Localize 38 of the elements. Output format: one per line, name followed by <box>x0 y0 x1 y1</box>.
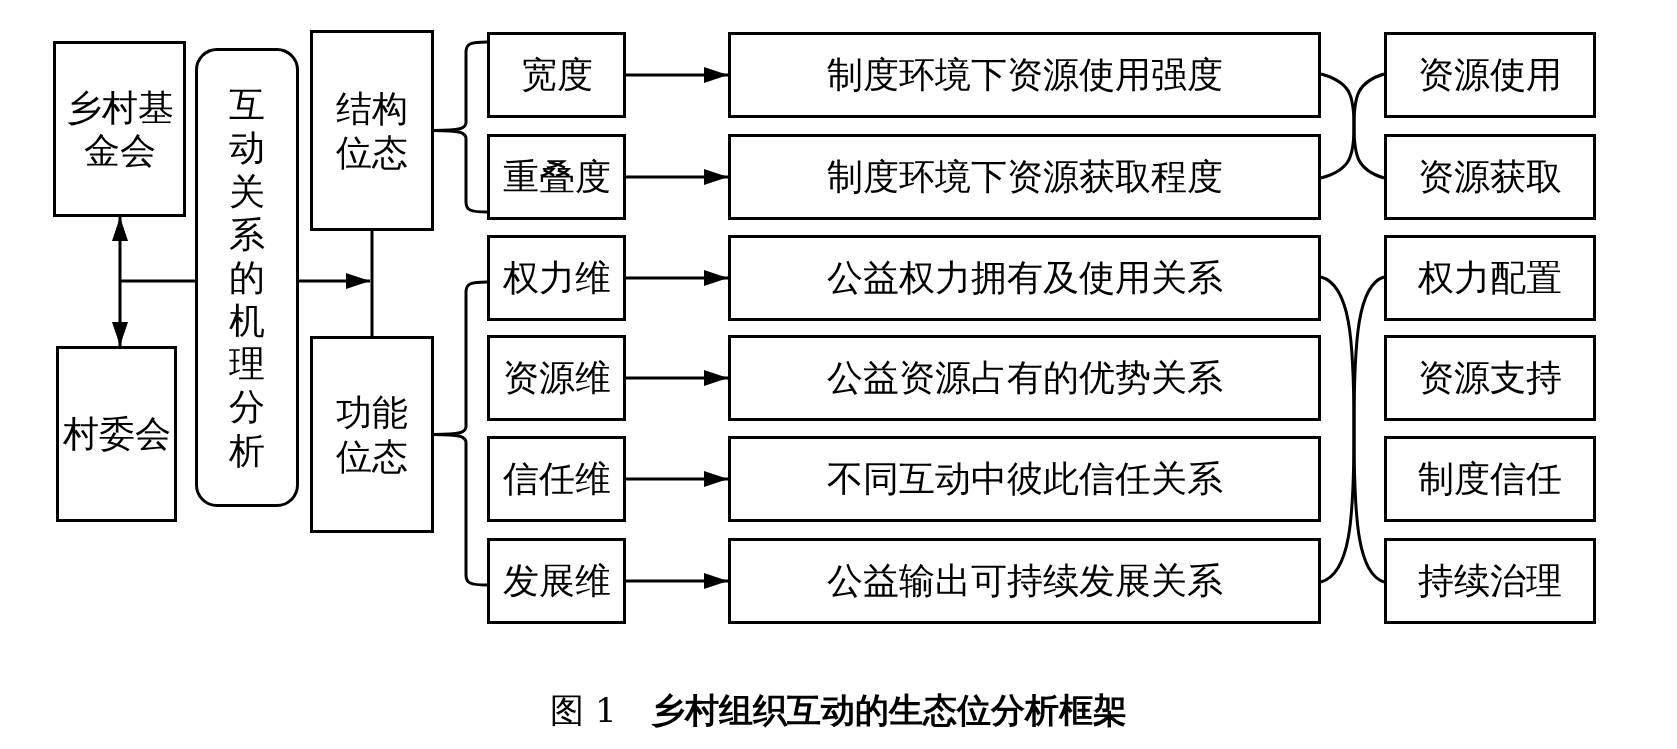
arrow <box>626 169 728 185</box>
process-box: 乡村基金会 <box>53 41 186 217</box>
process-box: 重叠度 <box>487 134 626 220</box>
process-box: 资源获取 <box>1384 134 1596 220</box>
arrow <box>626 67 728 83</box>
process-box: 公益权力拥有及使用关系 <box>728 235 1321 321</box>
process-box: 公益资源占有的优势关系 <box>728 335 1321 421</box>
rounded-box: 互动关系的机理分析 <box>195 48 299 507</box>
process-box: 资源使用 <box>1384 32 1596 118</box>
process-box: 制度环境下资源获取程度 <box>728 134 1321 220</box>
connector-line <box>1320 72 1356 180</box>
process-box: 持续治理 <box>1384 538 1596 624</box>
process-box: 制度信任 <box>1384 436 1596 522</box>
process-box: 资源支持 <box>1384 335 1596 421</box>
process-box: 宽度 <box>487 32 626 118</box>
process-box: 功能位态 <box>310 336 434 533</box>
process-box: 不同互动中彼此信任关系 <box>728 436 1321 522</box>
connector-line <box>1352 72 1385 180</box>
process-box: 公益输出可持续发展关系 <box>728 538 1321 624</box>
arrow <box>626 370 728 386</box>
arrow <box>299 273 370 289</box>
connector-line <box>1352 275 1385 584</box>
process-box: 权力配置 <box>1384 235 1596 321</box>
arrow <box>626 573 728 589</box>
connector-line <box>1320 275 1356 584</box>
arrow <box>112 217 128 346</box>
process-box: 结构位态 <box>310 30 434 231</box>
process-box: 资源维 <box>487 335 626 421</box>
arrow <box>626 471 728 487</box>
connector-line <box>120 279 195 283</box>
arrow <box>626 270 728 286</box>
connector-line <box>370 231 374 336</box>
process-box: 村委会 <box>56 346 177 522</box>
process-box: 权力维 <box>487 235 626 321</box>
process-box: 制度环境下资源使用强度 <box>728 32 1321 118</box>
figure-caption: 图 1 乡村组织互动的生态位分析框架 <box>550 689 1127 732</box>
process-box: 信任维 <box>487 436 626 522</box>
process-box: 发展维 <box>487 538 626 624</box>
